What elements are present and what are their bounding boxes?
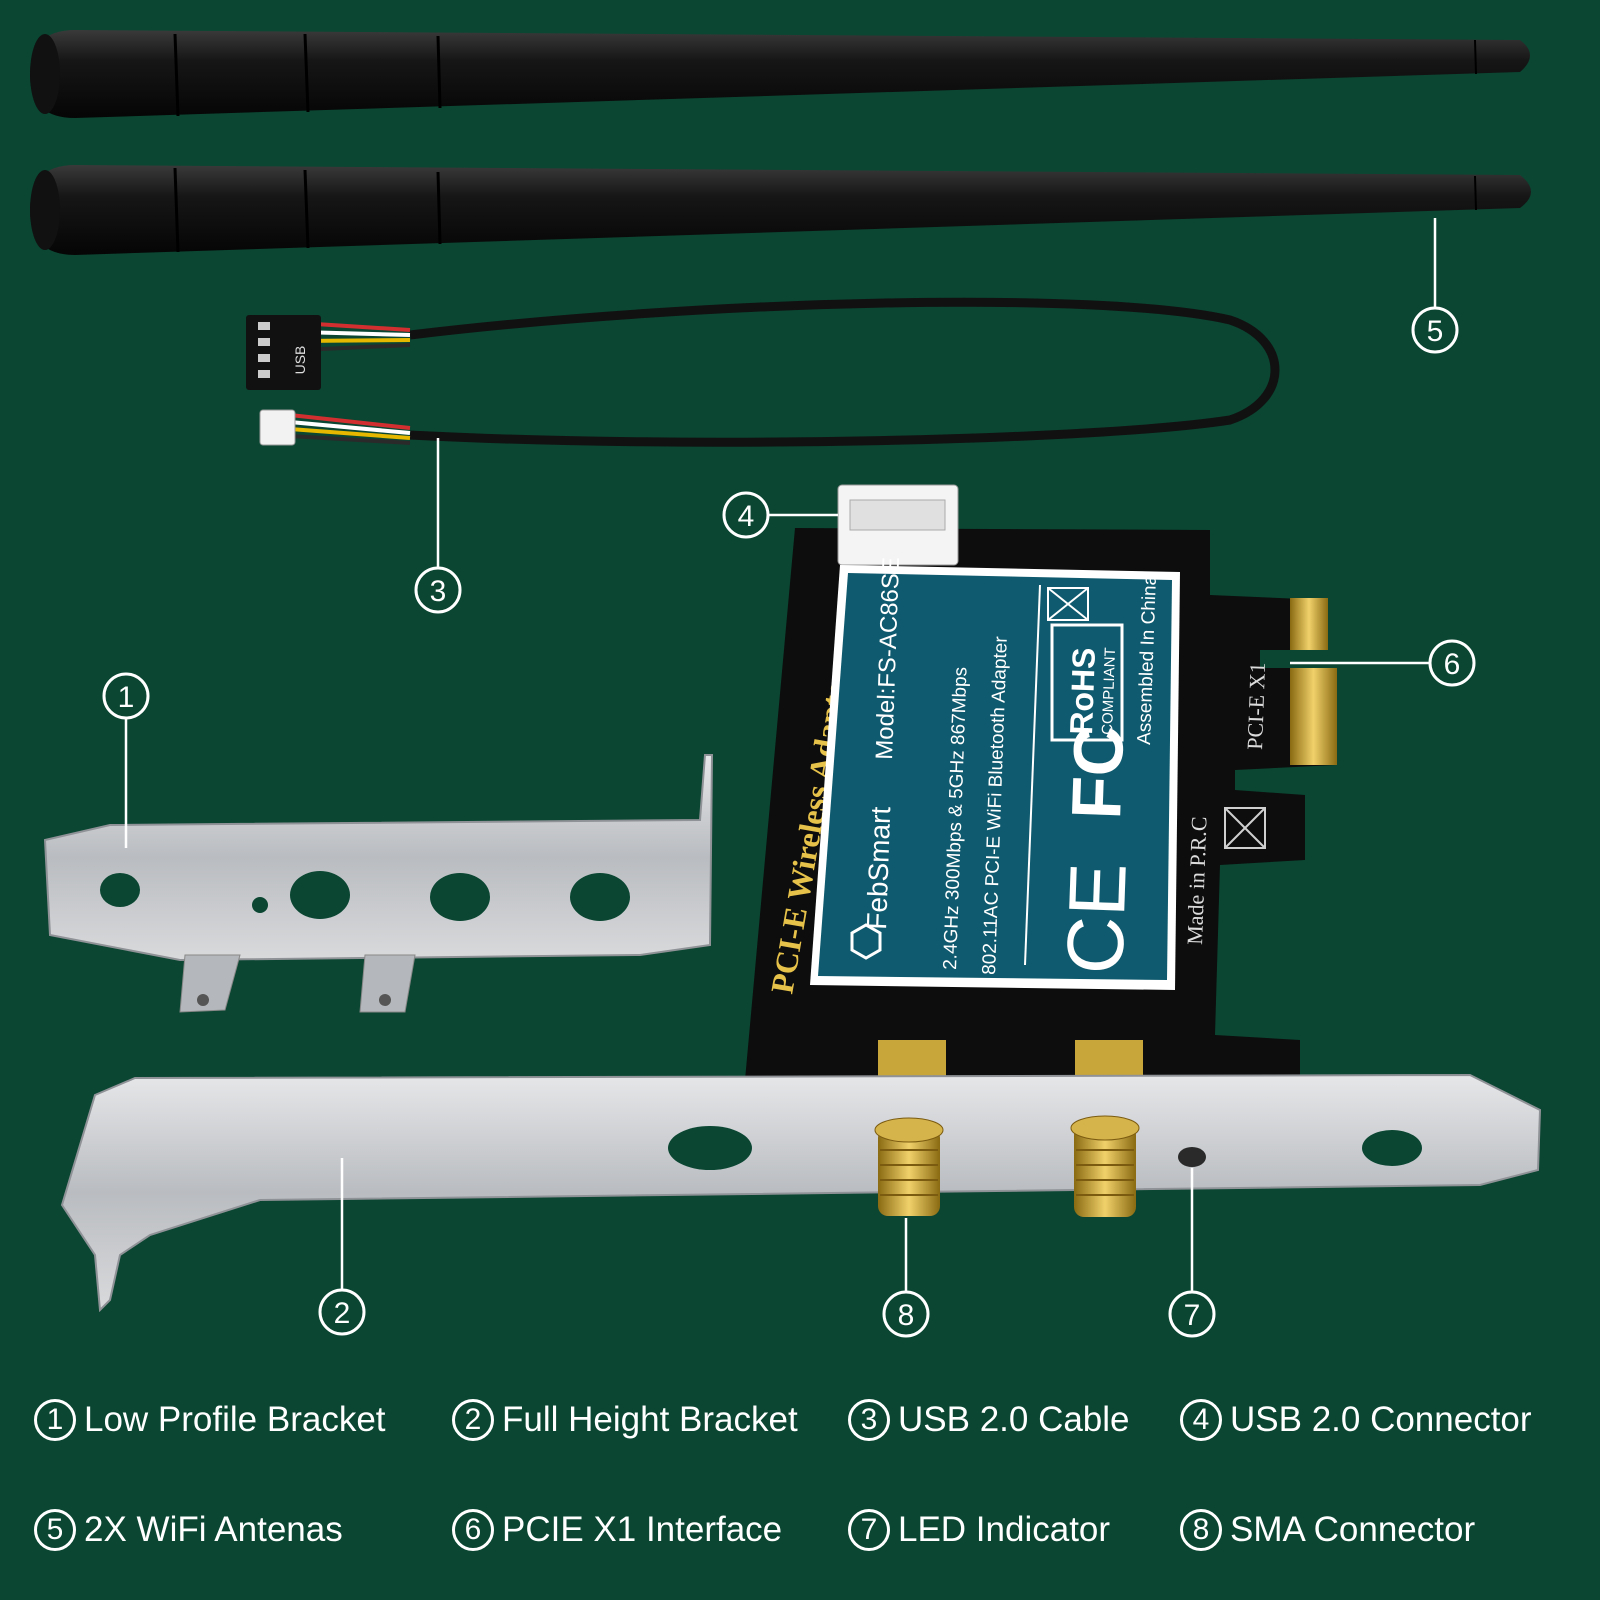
legend-item-6: 6 PCIE X1 Interface: [452, 1502, 782, 1558]
callout-4: 4: [722, 491, 770, 539]
callout-6: 6: [1428, 639, 1476, 687]
legend-number: 2: [452, 1399, 494, 1441]
card-label-sticker: Model:FS-AC86SE FebSmart 2.4GHz 300Mbps …: [810, 557, 1180, 990]
svg-text:8: 8: [898, 1299, 915, 1332]
led-hole: [1178, 1147, 1206, 1167]
callout-8: 8: [882, 1290, 930, 1338]
pcb-slot-text: PCI-E X1: [1242, 662, 1270, 750]
callout-2: 2: [318, 1288, 366, 1336]
callout-3: 3: [414, 566, 462, 614]
svg-text:6: 6: [1444, 648, 1461, 681]
legend-label: LED Indicator: [898, 1510, 1111, 1549]
pcb-weee-icon: [1224, 807, 1266, 849]
sma-connector-2: [1070, 1115, 1140, 1217]
rohs-badge: [1050, 623, 1124, 742]
svg-text:2: 2: [334, 1297, 351, 1330]
legend-item-1: 1 Low Profile Bracket: [34, 1392, 386, 1448]
legend-number: 3: [848, 1399, 890, 1441]
legend-label: 2X WiFi Antenas: [84, 1510, 343, 1549]
svg-text:4: 4: [738, 500, 755, 533]
legend-label: PCIE X1 Interface: [502, 1510, 783, 1549]
usb-small-plug: [259, 409, 296, 446]
label-brand: FebSmart: [861, 806, 896, 930]
legend-number: 8: [1180, 1509, 1222, 1551]
leader-lines: [124, 218, 1437, 1292]
label-rohs: RoHS: [1063, 647, 1102, 735]
wifi-antenna-2: [30, 165, 1531, 255]
legend-item-7: 7 LED Indicator: [848, 1502, 1110, 1558]
full-height-bracket: [60, 1073, 1542, 1313]
legend-number: 6: [452, 1509, 494, 1551]
usb-plug-label: USB: [292, 346, 308, 375]
weee-bin-icon: [1047, 587, 1089, 621]
legend-label: SMA Connector: [1230, 1510, 1476, 1549]
svg-text:7: 7: [1184, 1299, 1201, 1332]
legend-item-4: 4 USB 2.0 Connector: [1180, 1392, 1532, 1448]
sma-connector-1: [874, 1117, 944, 1216]
legend-number: 4: [1180, 1399, 1222, 1441]
callout-5: 5: [1411, 306, 1459, 354]
legend-label: USB 2.0 Cable: [898, 1400, 1130, 1439]
legend-label: Low Profile Bracket: [84, 1400, 386, 1439]
label-ce-logo: CE: [1050, 861, 1143, 975]
pcie-card: PCI-E Wireless Adapter Made in P.R.C PCI…: [745, 484, 1337, 1082]
pcb-made-in-text: Made in P.R.C: [1182, 816, 1211, 945]
legend-item-3: 3 USB 2.0 Cable: [848, 1392, 1130, 1448]
legend-label: Full Height Bracket: [502, 1400, 798, 1439]
callout-7: 7: [1168, 1290, 1216, 1338]
legend-number: 7: [848, 1509, 890, 1551]
svg-text:5: 5: [1427, 315, 1444, 348]
svg-text:1: 1: [118, 681, 135, 714]
legend: 1 Low Profile Bracket 2 Full Height Brac…: [0, 1380, 1600, 1600]
legend-item-5: 5 2X WiFi Antenas: [34, 1502, 343, 1558]
febsmart-logo-icon: [850, 923, 882, 960]
legend-item-8: 8 SMA Connector: [1180, 1502, 1475, 1558]
legend-number: 1: [34, 1399, 76, 1441]
usb-header-plug: [246, 315, 321, 390]
legend-item-2: 2 Full Height Bracket: [452, 1392, 798, 1448]
callout-1: 1: [102, 672, 150, 720]
pcie-x1-contacts: [1290, 598, 1337, 765]
label-rohs-sub: COMPLIANT: [1099, 647, 1119, 735]
low-profile-bracket: [43, 754, 714, 1013]
legend-label: USB 2.0 Connector: [1230, 1400, 1532, 1439]
legend-number: 5: [34, 1509, 76, 1551]
wifi-antenna-1: [30, 30, 1530, 118]
usb-cable: USB: [246, 297, 1280, 447]
svg-text:3: 3: [430, 575, 447, 608]
